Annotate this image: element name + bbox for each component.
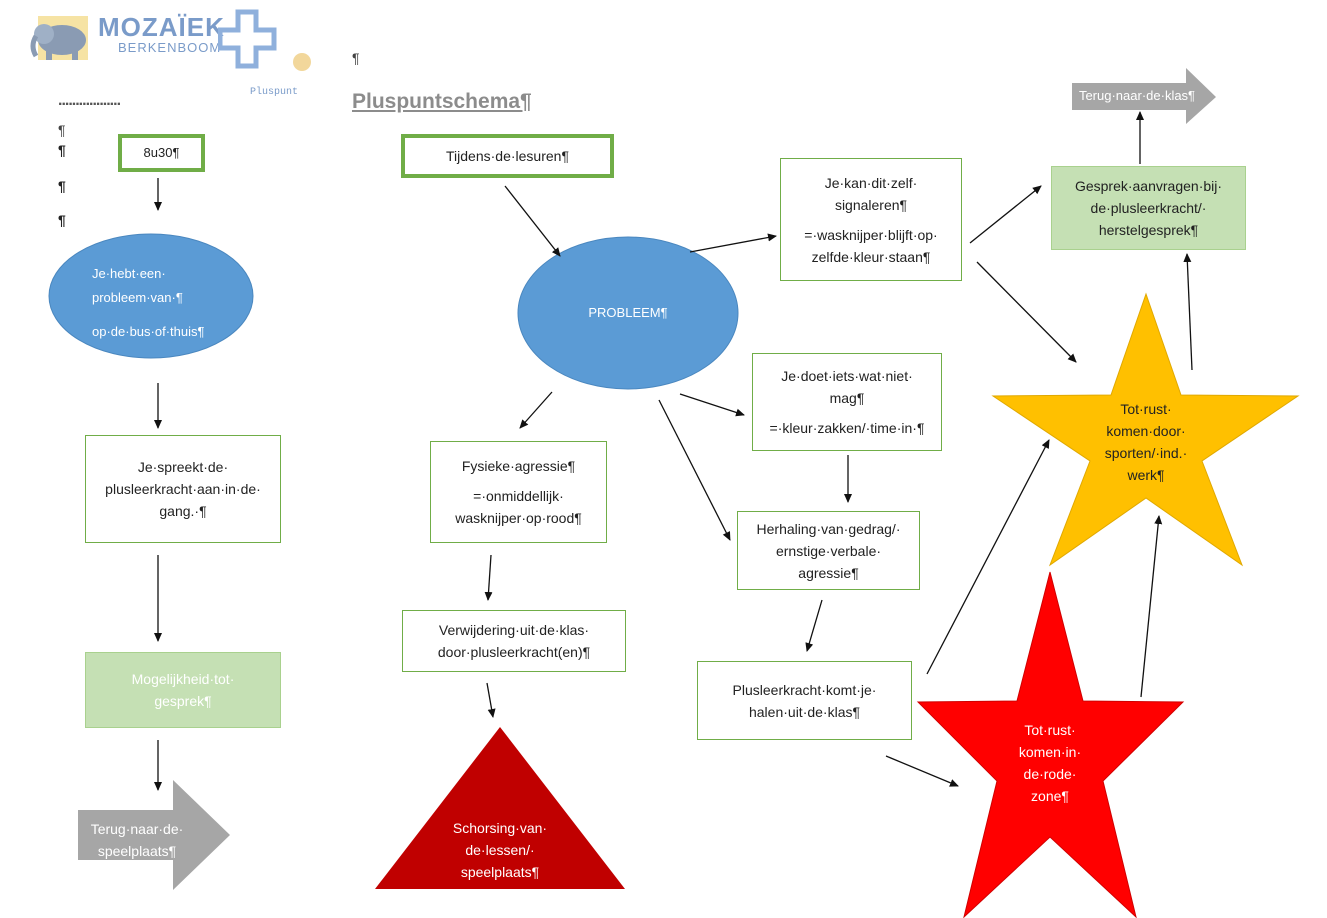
problem-label: PROBLEEM¶ [588,305,668,320]
bus-or-home-problem-ellipse [48,233,254,359]
forbidden-line: Je·doet·iets·wat·niet· [781,368,913,384]
time-label: 8u30¶ [143,145,180,160]
elephant-logo-icon [30,16,88,60]
fetch-line: halen·uit·de·klas¶ [748,703,860,720]
signal-sub-line: =·wasknijper·blijft·op· [804,226,938,243]
connector-line [484,554,493,601]
back-to-class-arrow-shape [1072,68,1216,124]
talk-line: herstelgesprek¶ [1098,222,1199,238]
suspension-line: speelplaats¶ [460,864,540,880]
orange-star-line: werk¶ [1127,467,1165,483]
physical-aggression-box: Fysieke·agressie¶ =·onmiddellijk· waskni… [430,441,607,543]
connector-line [805,599,823,652]
connector-line [969,185,1042,244]
calm-down-orange-star-shape [991,292,1300,567]
speak-line: Je·spreekt·de· [137,459,229,475]
forbidden-line: mag¶ [829,390,865,406]
connector-line [658,399,731,541]
suspension-line: de·lessen/· [465,842,535,858]
orange-star-line: komen·door· [1106,423,1186,439]
red-star-label: Tot·rust· komen·in· de·rode· zone¶ [1000,719,1100,807]
bus-or-home-problem-text: Je·hebt·een· probleem·van·¶ op·de·bus·of… [92,262,204,344]
plus-cross-icon [218,9,311,71]
connector-line [885,755,959,787]
connector-line [976,261,1077,363]
connector-line [926,439,1050,675]
orange-star-label: Tot·rust· komen·door· sporten/·ind.· wer… [1086,398,1206,486]
self-signal-box: Je·kan·dit·zelf· signaleren¶ =·wasknijpe… [780,158,962,281]
teacher-fetches-box: Plusleerkracht·komt·je· halen·uit·de·kla… [697,661,912,740]
connector-line [519,391,553,429]
page-title: Pluspuntschema¶ [352,90,532,113]
physical-line: Fysieke·agressie¶ [461,458,576,474]
connector-line [689,233,777,253]
suspension-line: Schorsing·van· [452,820,548,836]
forbidden-action-box: Je·doet·iets·wat·niet· mag¶ =·kleur·zakk… [752,353,942,451]
request-conversation-box: Gesprek·aanvragen·bij· de·plusleerkracht… [1051,166,1246,250]
connector-line [1183,253,1193,371]
repeated-behaviour-box: Herhaling·van·gedrag/· ernstige·verbale·… [737,511,920,590]
problem-ellipse [517,236,739,390]
red-star-line: Tot·rust· [1024,722,1076,738]
talk-line: Gesprek·aanvragen·bij· [1074,178,1223,194]
possibility-line: gesprek¶ [154,693,212,709]
repeat-line: agressie¶ [798,564,859,581]
red-star-line: de·rode· [1023,766,1077,782]
forbidden-sub-line: =·kleur·zakken/·time·in·¶ [769,420,925,436]
red-star-line: zone¶ [1031,788,1069,804]
back-to-playground-arrow-shape [78,780,230,890]
removal-from-class-box: Verwijdering·uit·de·klas· door·plusleerk… [402,610,626,672]
logo-name: MOZAÏEK [98,12,225,42]
possibility-line: Mogelijkheid·tot· [131,671,235,687]
bus-or-home-line: Je·hebt·een· [92,266,166,281]
connector-line [1140,515,1163,698]
repeat-line: ernstige·verbale· [775,542,882,559]
connector-line [679,393,745,417]
pilcrow-mark: ¶ [58,122,66,138]
possibility-conversation-box: Mogelijkheid·tot· gesprek¶ [85,652,281,728]
suspension-triangle-shape [375,727,625,889]
back-to-class-label: Terug·naar·de·klas¶ [1078,88,1196,103]
pilcrow-mark: ¶ [58,142,66,158]
bus-or-home-line: op·de·bus·of·thuis¶ [92,324,205,339]
removal-line: Verwijdering·uit·de·klas· [438,622,590,638]
back-to-playground-label: Terug·naar·de· speelplaats¶ [82,818,192,862]
during-lessons-label: Tijdens·de·lesuren¶ [446,148,569,164]
orange-star-line: Tot·rust· [1120,401,1172,417]
removal-line: door·plusleerkracht(en)¶ [437,644,591,660]
signal-line: signaleren¶ [834,196,908,213]
logo-subtitle: BERKENBOOM [118,40,222,55]
connector-line [486,682,496,718]
speak-line: plusleerkracht·aan·in·de· [105,481,261,497]
red-star-line: komen·in· [1018,744,1082,760]
speak-to-teacher-box: Je·spreekt·de· plusleerkracht·aan·in·de·… [85,435,281,543]
pluspunt-label: Pluspunt [250,87,299,98]
dotted-separator: .................. [58,92,121,109]
physical-sub-line: =·onmiddellijk· [473,488,564,504]
connector-line [504,185,561,257]
talk-line: de·plusleerkracht/· [1090,200,1207,216]
pilcrow-mark: ¶ [352,50,360,66]
calm-down-red-star-shape [916,571,1185,918]
speak-line: gang.·¶ [159,503,207,519]
repeat-line: Herhaling·van·gedrag/· [756,520,901,537]
pilcrow-mark: ¶ [58,212,66,228]
bus-or-home-line: probleem·van·¶ [92,290,183,305]
physical-sub-line: wasknijper·op·rood¶ [455,510,582,526]
signal-sub-line: zelfde·kleur·staan¶ [811,248,931,265]
pilcrow-mark: ¶ [58,178,66,194]
back-playground-line: Terug·naar·de· [90,821,184,837]
suspension-label: Schorsing·van· de·lessen/· speelplaats¶ [430,817,570,883]
back-playground-line: speelplaats¶ [97,843,177,859]
signal-line: Je·kan·dit·zelf· [824,174,918,191]
time-8u30-box: 8u30¶ [118,134,205,172]
during-lessons-box: Tijdens·de·lesuren¶ [401,134,614,178]
orange-star-line: sporten/·ind.· [1104,445,1188,461]
fetch-line: Plusleerkracht·komt·je· [732,681,877,698]
